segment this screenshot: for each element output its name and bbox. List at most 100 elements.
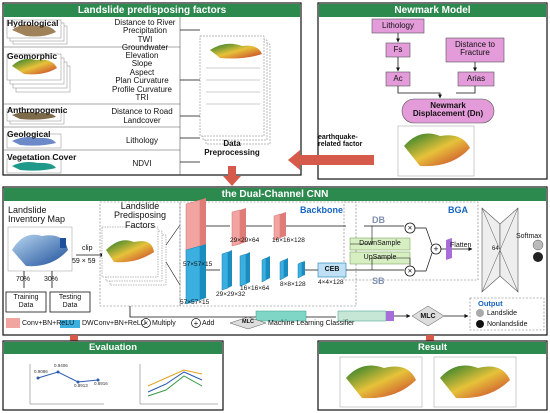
- result-title: Result: [417, 342, 448, 353]
- dim-top1: 57×57×15: [183, 261, 213, 268]
- eval-value-1: 0.9086: [34, 369, 48, 374]
- training-box: [5, 291, 47, 313]
- svg-text:×: ×: [408, 224, 413, 233]
- dim-bot3: 16×16×64: [240, 285, 270, 292]
- dim-bot4: 8×8×128: [280, 281, 306, 288]
- bga-frame: [343, 201, 479, 281]
- output-title: Output: [478, 299, 503, 308]
- mlc-label: MLC: [420, 313, 436, 320]
- lithology-label: Lithology: [381, 21, 415, 30]
- inventory-label: Landslide Inventory Map: [8, 205, 66, 225]
- factor-stack: [101, 226, 167, 286]
- earthquake-label: earthquake- related factor: [318, 134, 363, 149]
- displacement-label: Newmark Displacement (Dn): [412, 101, 484, 119]
- geomorphic-heading: Geomorphic: [7, 51, 58, 61]
- testing-box: [49, 291, 91, 313]
- hydrological-items: Distance to River Precipitation TWI Grou…: [114, 18, 176, 53]
- predisposing-label: Landslide Predisposing Factors: [113, 201, 167, 230]
- newmark-title: Newmark Model: [394, 4, 471, 16]
- cnn-title: the Dual-Channel CNN: [221, 188, 329, 200]
- svg-text:+: +: [194, 319, 199, 328]
- cnn-panel-frame: [2, 186, 548, 336]
- feature-bar-1: [255, 310, 307, 322]
- anthropogenic-map-stack: [6, 108, 65, 125]
- training-label: Training Data: [13, 294, 39, 309]
- fracture-label: Distance to Fracture: [454, 40, 496, 58]
- fc-units-label: 64: [492, 246, 499, 252]
- newmark-header-bar: [319, 4, 546, 17]
- output-landslide: Landslide: [487, 310, 517, 317]
- arias-box: [457, 71, 495, 87]
- geological-heading: Geological: [7, 129, 51, 139]
- top-conv-blocks: [185, 198, 286, 261]
- db-label: DB: [372, 215, 385, 225]
- softmax-label: Softmax: [516, 233, 542, 240]
- legend-multiply: Multiply: [152, 320, 176, 327]
- legend-mlc-badge: MLC: [242, 319, 254, 325]
- result-header-bar: [319, 342, 546, 354]
- factors-title: Landslide predisposing factors: [77, 4, 227, 16]
- feature-bar-end: [386, 311, 394, 321]
- dim-top3: 16×16×128: [272, 237, 305, 244]
- vegetation-items: NDVI: [132, 159, 152, 168]
- evaluation-chart-2: [139, 364, 218, 405]
- inventory-map: [7, 226, 73, 272]
- nonlandslide-dot: [476, 320, 484, 328]
- train-pct: 70%: [16, 276, 31, 283]
- ac-label: Ac: [393, 74, 403, 83]
- preprocessing-stack: [199, 35, 271, 145]
- preprocessing-down-arrow: [223, 166, 241, 186]
- displacement-map: [397, 125, 475, 177]
- dim-bot2: 29×29×32: [216, 291, 246, 298]
- fs-label: Fs: [393, 45, 403, 54]
- eval-value-2: 0.9406: [54, 363, 68, 368]
- testing-label: Testing Data: [58, 294, 82, 309]
- hydrological-map-stack: [6, 19, 68, 45]
- softmax-node-1: [532, 239, 544, 251]
- result-map-2: [433, 356, 517, 408]
- vegetation-heading: Vegetation Cover: [7, 152, 77, 162]
- anthropogenic-items: Distance to Road Landcover: [111, 107, 173, 125]
- geomorphic-map-stack: [6, 53, 71, 93]
- preprocessing-label: Data Preprocessing: [204, 139, 260, 157]
- bottom-conv-blocks: [185, 244, 305, 305]
- svg-text:×: ×: [144, 321, 148, 328]
- downsample-label: DownSample: [359, 240, 401, 247]
- legend-mlc: Machine Learning Classifier: [268, 320, 355, 327]
- mlc-legend-diamond: [229, 316, 267, 330]
- dim-top2: 29×29×64: [230, 237, 260, 244]
- cnn-header-bar: [4, 188, 546, 201]
- eval-value-3: 0.8913: [74, 383, 88, 388]
- upsample-label: UpSample: [363, 254, 397, 261]
- evaluation-title: Evaluation: [88, 342, 138, 353]
- geological-items: Lithology: [125, 136, 159, 145]
- ceb-label: CEB: [324, 266, 340, 273]
- geomorphic-items: Elevation Slope Aspect Plan Curvature Pr…: [111, 51, 173, 102]
- dim-bot5: 4×4×128: [318, 279, 344, 286]
- test-pct: 30%: [44, 276, 59, 283]
- evaluation-header-bar: [4, 342, 222, 354]
- legend-conv: Conv+BN+ReLU: [22, 320, 75, 327]
- dim-bot1: 57×57×15: [180, 299, 210, 306]
- output-nonlandslide: Nonlandslide: [487, 321, 528, 328]
- backbone-label: Backbone: [300, 205, 344, 215]
- result-map-1: [339, 356, 423, 408]
- factors-header-bar: [4, 4, 300, 17]
- softmax-node-2: [533, 252, 543, 262]
- legend-dwconv: DWConv+BN+ReLU: [82, 320, 146, 327]
- clip-label: clip: [82, 245, 93, 252]
- connector-lines: [180, 29, 200, 163]
- geological-map: [6, 133, 62, 149]
- vegetation-map: [6, 158, 62, 174]
- legend-add: Add: [202, 320, 215, 327]
- sb-label: SB: [372, 276, 385, 286]
- hydrological-heading: Hydrological: [7, 18, 59, 28]
- clip-size-label: 59 × 59: [72, 258, 96, 265]
- fracture-box: [445, 37, 505, 63]
- flatten-block: [446, 238, 452, 260]
- earthquake-arrow: [288, 150, 374, 170]
- eval-value-4: 0.8916: [94, 381, 108, 386]
- evaluation-chart-1: [29, 364, 104, 405]
